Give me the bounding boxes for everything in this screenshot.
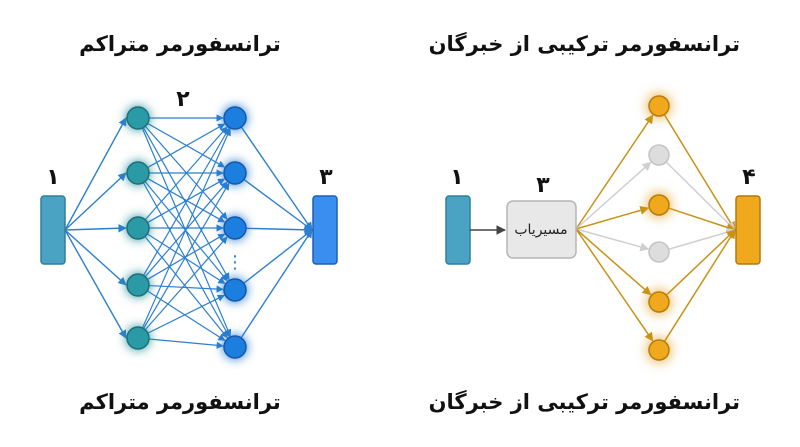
dense-edge <box>144 181 228 282</box>
moe-edge <box>575 228 650 252</box>
dense-layer-2 <box>223 106 247 359</box>
dense-edge <box>64 117 127 231</box>
dense-node <box>223 335 247 359</box>
dense-edge <box>146 233 226 285</box>
moe-title-top: ترانسفورمر ترکیبی از خبرگان <box>428 32 740 56</box>
dense-edge <box>142 182 230 338</box>
moe-title-bottom: ترانسفورمر ترکیبی از خبرگان <box>428 390 740 414</box>
expert-node-active <box>648 339 670 361</box>
dense-title-top: ترانسفورمر متراکم <box>79 32 281 56</box>
dense-node <box>223 106 247 130</box>
expert-node-inactive <box>648 241 670 263</box>
dense-edge <box>142 127 230 281</box>
dense-edge <box>64 229 127 339</box>
dense-title-bottom: ترانسفورمر متراکم <box>79 390 281 414</box>
moe-edge <box>575 161 652 230</box>
moe-edge <box>575 228 652 296</box>
moe-label-input: ۱ <box>450 165 463 190</box>
dense-layer-1 <box>126 106 150 350</box>
dense-node <box>223 278 247 302</box>
moe-edge <box>663 229 736 342</box>
moe-edge <box>663 114 736 231</box>
dense-edge <box>147 123 226 169</box>
dense-label-input: ۱ <box>46 165 59 190</box>
dense-edge <box>143 182 230 329</box>
dense-edge <box>147 178 226 224</box>
expert-node-inactive <box>648 144 670 166</box>
moe-edge <box>575 205 650 230</box>
dense-edge <box>243 229 313 284</box>
dense-node <box>223 161 247 185</box>
dense-edge <box>64 224 127 233</box>
router-box <box>506 200 577 259</box>
dense-output-block <box>312 195 338 265</box>
expert-node-active <box>648 291 670 313</box>
moe-label-output: ۴ <box>742 165 755 190</box>
dense-node <box>126 161 150 185</box>
dense-node <box>126 216 150 240</box>
dense-edge <box>141 128 231 329</box>
dense-edge <box>64 172 127 231</box>
dense-ellipsis: ⋮ <box>226 252 244 273</box>
dense-node <box>126 273 150 297</box>
dense-edge <box>240 229 313 339</box>
dense-node <box>126 106 150 130</box>
dense-edge <box>146 290 226 342</box>
moe-edge <box>668 207 736 232</box>
moe-edges <box>575 114 736 342</box>
router-label: مسیریاب <box>514 222 567 238</box>
dense-edge <box>144 236 228 331</box>
moe-label-router: ۳ <box>536 173 550 198</box>
dense-input-block <box>40 195 66 265</box>
dense-edge <box>147 294 225 334</box>
dense-edge <box>245 225 313 235</box>
moe-edge <box>665 161 736 231</box>
dense-edge <box>148 338 224 349</box>
moe-input-block <box>445 195 471 265</box>
dense-edges <box>64 114 313 349</box>
moe-output-block <box>735 195 761 265</box>
moe-experts <box>648 95 670 361</box>
dense-edge <box>240 126 313 231</box>
moe-edge <box>575 228 654 342</box>
dense-edge <box>243 178 313 231</box>
moe-edge <box>575 114 654 230</box>
moe-edge <box>668 227 736 250</box>
moe-edge <box>665 229 736 296</box>
dense-node <box>126 326 150 350</box>
dense-edge <box>143 127 230 276</box>
dense-label-hidden: ۲ <box>176 87 190 112</box>
expert-node-active <box>648 194 670 216</box>
dense-node <box>223 216 247 240</box>
dense-edge <box>64 229 127 286</box>
expert-node-active <box>648 95 670 117</box>
dense-edge <box>144 126 228 221</box>
dense-label-output: ۳ <box>319 165 333 190</box>
